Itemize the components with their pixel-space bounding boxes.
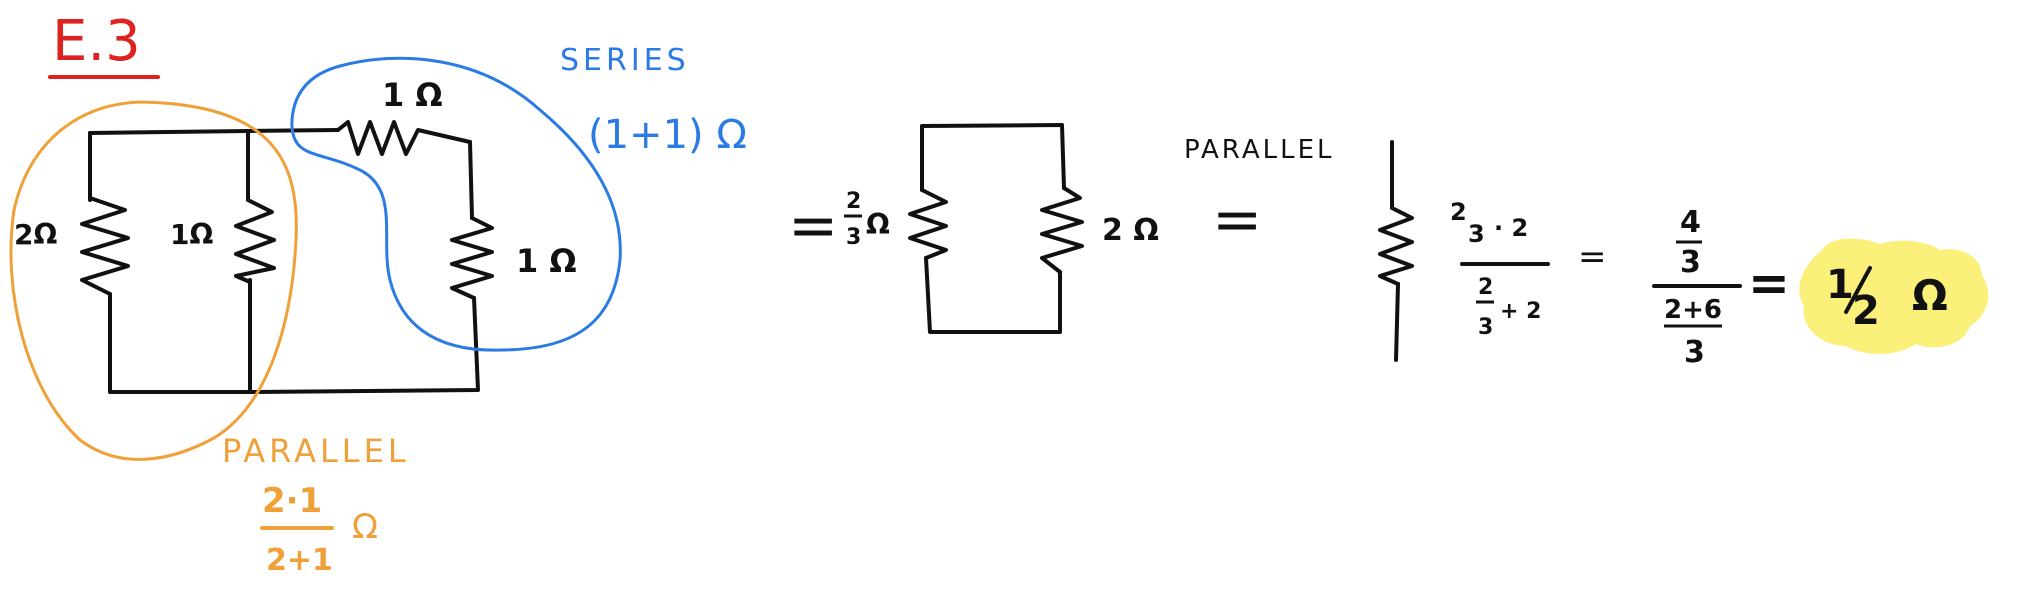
resistor-middle — [234, 198, 276, 284]
label-r-middle: 1Ω — [170, 218, 213, 251]
original-circuit — [80, 120, 494, 394]
step2-left-den: 3 — [846, 225, 861, 250]
parallel-unit: Ω — [352, 507, 378, 547]
series-expression: (1+1) Ω — [588, 112, 747, 158]
resistor-right — [450, 216, 494, 300]
step3-equals: = — [1212, 185, 1262, 255]
step2-left-num: 2 — [846, 189, 861, 214]
resistor-top — [336, 120, 472, 156]
label-r-top: 1 Ω — [382, 76, 443, 114]
step2-left-unit: Ω — [866, 208, 890, 241]
parallel-denominator: 2+1 — [266, 543, 333, 578]
step2-wire-top — [920, 123, 1066, 192]
wire-right-bottom — [248, 278, 480, 394]
series-grouping-loop — [290, 56, 622, 352]
step3-parallel-label: PARALLEL — [1184, 135, 1334, 165]
step2-equals: = — [788, 191, 838, 261]
label-r-left: 2Ω — [14, 218, 57, 251]
step4-equals: = — [1748, 254, 1790, 312]
wire-top — [88, 128, 340, 202]
step4-bot-den: 3 — [1684, 335, 1705, 370]
problem-title: E.3 — [52, 9, 141, 74]
wire-right-vertical-top — [468, 140, 474, 220]
step4-top-num: 4 — [1680, 205, 1701, 240]
step4-top-den: 3 — [1680, 245, 1701, 280]
result-slash — [1844, 266, 1872, 314]
step3-top-num: 2 — [1450, 198, 1467, 226]
parallel-grouping-loop — [9, 100, 298, 461]
step3-equals2: = — [1578, 237, 1607, 277]
step2-resistor-right — [1040, 186, 1084, 274]
step3-top-rest: · 2 — [1494, 214, 1528, 242]
resistor-left — [80, 196, 130, 296]
parallel-label: PARALLEL — [222, 432, 410, 470]
step2-resistor-left — [908, 188, 948, 260]
step2-circuit — [908, 123, 1084, 334]
label-r-right: 1 Ω — [516, 242, 577, 280]
result-highlight — [1799, 238, 1989, 354]
step4-bot-num: 2+6 — [1664, 295, 1722, 325]
result-numerator: 1 — [1826, 262, 1854, 308]
parallel-numerator: 2·1 — [262, 481, 322, 521]
result-denominator: 2 — [1852, 288, 1880, 334]
series-label: SERIES — [560, 43, 690, 78]
step3-bot-rest: + 2 — [1500, 299, 1541, 324]
step2-right-label: 2 Ω — [1102, 213, 1159, 248]
step3-resistor-symbol — [1378, 140, 1414, 362]
wire-left-bottom — [108, 292, 252, 394]
step2-wire-bottom — [924, 256, 1062, 334]
step3-bot-den: 3 — [1478, 315, 1493, 340]
result-unit: Ω — [1912, 271, 1948, 320]
step3-bot-num: 2 — [1478, 275, 1493, 300]
step3-top-den: 3 — [1468, 220, 1485, 248]
